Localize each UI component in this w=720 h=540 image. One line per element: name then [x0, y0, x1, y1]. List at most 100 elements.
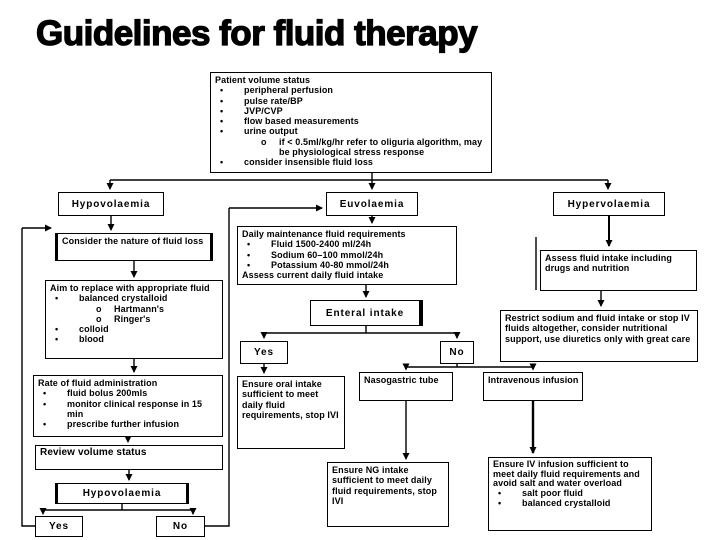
flow-text-line: Ensure IV infusion sufficient to meet da…: [493, 459, 648, 489]
flow-node-enteral-no: No: [440, 341, 474, 364]
flow-text: Intravenous infusion: [488, 375, 579, 385]
flow-text-line: Hypervolaemia: [568, 199, 651, 210]
flow-node-intravenous-infusion: Intravenous infusion: [483, 372, 583, 401]
bullet-dot: •: [55, 293, 59, 304]
flow-text-line: Review volume status: [40, 447, 219, 458]
flow-text: if < 0.5ml/kg/hr refer to oliguria algor…: [279, 136, 483, 158]
flow-text-line: Euvolaemia: [340, 199, 405, 210]
flow-text: balanced crystalloid: [79, 293, 168, 304]
flow-node-enteral-yes: Yes: [240, 341, 288, 364]
bullet-dot: •: [43, 398, 47, 409]
no2-splitter: [406, 364, 533, 368]
flow-text: Hypovolaemia: [82, 488, 162, 499]
flow-text-line: •urine output: [215, 126, 488, 136]
flow-text-line: Hypovolaemia: [83, 488, 162, 499]
flow-text-line: •blood: [50, 334, 219, 344]
flow-text: Hartmann's: [114, 303, 165, 314]
flow-text: Assess fluid intake including drugs and …: [545, 253, 672, 274]
flow-text: JVP/CVP: [244, 105, 283, 116]
flow-text: Ensure oral intake sufficient to meet da…: [242, 379, 339, 420]
flow-text-line: • salt poor fluid: [493, 488, 648, 499]
flow-text-line: Intravenous infusion: [488, 375, 579, 385]
flow-text-line: No: [173, 521, 188, 532]
flow-text-line: • Sodium 60–100 mmol/24h: [242, 250, 453, 260]
bullet-dot: •: [247, 249, 251, 260]
hypo2-splitter: [43, 504, 193, 511]
bullet-dot: •: [247, 239, 251, 250]
flow-text-line: o Hartmann's: [50, 304, 219, 314]
flow-text-line: • pulse rate/BP: [215, 96, 488, 106]
bullet-dot: •: [43, 388, 47, 399]
slide-title: Guidelines for fluid therapy: [35, 13, 478, 53]
flow-text: urine output: [244, 126, 298, 137]
bullet-dot: •: [220, 105, 224, 116]
flow-text-line: • balanced crystalloid: [50, 293, 219, 303]
bullet-dot: •: [220, 85, 224, 96]
flow-text-line: o Ringer's: [50, 314, 219, 324]
flow-text-line: •Fluid 1500-2400 ml/24h: [242, 239, 453, 249]
flow-text-line: • Potassium 40-80 mmol/24h: [242, 260, 453, 270]
flow-node-ensure-ng-intake: Ensure NG intake sufficient to meet dail…: [327, 462, 449, 527]
flow-node-aim-replace-fluid: Aim to replace with appropriate fluid• ba…: [45, 280, 223, 359]
flow-text-line: Nasogastric tube: [364, 375, 449, 385]
flow-text: No: [172, 521, 189, 532]
flow-text-line: Consider the nature of fluid loss: [62, 236, 207, 246]
bullet-circle: o: [96, 303, 102, 314]
flow-text: flow based measurements: [244, 116, 359, 127]
flow-text-line: • peripheral perfusion: [215, 85, 488, 95]
flow-node-patient-volume-status: Patient volume status•peripheral perfusi…: [210, 72, 492, 173]
flow-node-hypervolaemia: Hypervolaemia: [553, 192, 665, 216]
bullet-dot: •: [498, 488, 502, 499]
flow-node-ensure-oral-intake: Ensure oral intake sufficient to meet da…: [237, 376, 345, 449]
flow-text: Aim to replace with appropriate fluid: [50, 283, 210, 293]
flow-text: peripheral perfusion: [244, 85, 334, 96]
enteral-splitter: [264, 326, 457, 334]
flow-text-line: Ensure oral intake sufficient to meet da…: [242, 379, 341, 420]
flow-text-line: Aim to replace with appropriate fluid: [50, 283, 219, 293]
bullet-circle: o: [96, 313, 102, 324]
flow-text-line: •colloid: [50, 324, 219, 334]
flow-text-line: Rate of fluid administration: [38, 378, 219, 388]
flow-node-hypovolaemia-recheck: Hypovolaemia: [55, 483, 189, 504]
flow-text: consider insensible fluid loss: [244, 157, 374, 168]
flow-node-review-volume-status: Review volume status: [35, 445, 223, 470]
flow-node-assess-fluid-intake: Assess fluid intake including drugs and …: [540, 250, 697, 291]
flow-text: Yes: [49, 521, 69, 532]
flow-node-enteral-intake: Enteral intake: [310, 300, 423, 326]
flow-text-line: • fluid bolus 200mls: [38, 388, 219, 398]
flow-text: pulse rate/BP: [244, 95, 303, 106]
flow-text: salt poor fluid: [522, 488, 583, 499]
flow-text: Potassium 40-80 mmol/24h: [271, 259, 389, 270]
flow-text: Ensure IV infusion sufficient to meet da…: [493, 459, 640, 489]
flow-text: Ringer's: [114, 313, 151, 324]
bullet-dot: •: [498, 497, 502, 508]
flow-text-line: • prescribe further infusion: [38, 419, 219, 429]
flow-node-no-to-euvolaemia: No: [156, 516, 205, 537]
flow-text: Euvolaemia: [339, 198, 405, 210]
flow-text: monitor clinical response in 15 min: [67, 398, 203, 419]
bullet-dot: •: [220, 95, 224, 106]
flow-text-line: •balanced crystalloid: [493, 497, 648, 509]
flow-text: Enteral intake: [325, 307, 405, 319]
flow-node-rate-of-administration: Rate of fluid administration•fluid bolus…: [33, 375, 223, 437]
flow-text: blood: [79, 334, 104, 345]
flow-text: Consider the nature of fluid loss: [62, 236, 204, 246]
bullet-dot: •: [43, 419, 47, 430]
flow-node-daily-maintenance: Daily maintenance fluid requirements•Flu…: [237, 226, 457, 285]
flow-text: fluid bolus 200mls: [67, 388, 148, 399]
flow-node-consider-fluid-loss: Consider the nature of fluid loss: [55, 233, 213, 261]
flow-text: Daily maintenance fluid requirements: [242, 229, 406, 239]
flow-text-line: Assess fluid intake including drugs and …: [545, 253, 693, 274]
flow-text: Sodium 60–100 mmol/24h: [271, 249, 384, 260]
splitter-line: [110, 173, 608, 181]
flow-text-line: Restrict sodium and fluid intake or stop…: [505, 313, 694, 344]
flow-text-line: No: [449, 347, 464, 358]
flow-text-line: • JVP/CVP: [215, 106, 488, 116]
flow-node-nasogastric-tube: Nasogastric tube: [359, 372, 453, 401]
flow-text: prescribe further infusion: [67, 419, 180, 430]
bullet-dot: •: [247, 259, 251, 270]
flow-text: Hypervolaemia: [567, 198, 651, 210]
flow-text: Rate of fluid administration: [38, 378, 158, 388]
bullet-circle: o: [261, 136, 267, 147]
flow-text: Nasogastric tube: [364, 375, 439, 385]
